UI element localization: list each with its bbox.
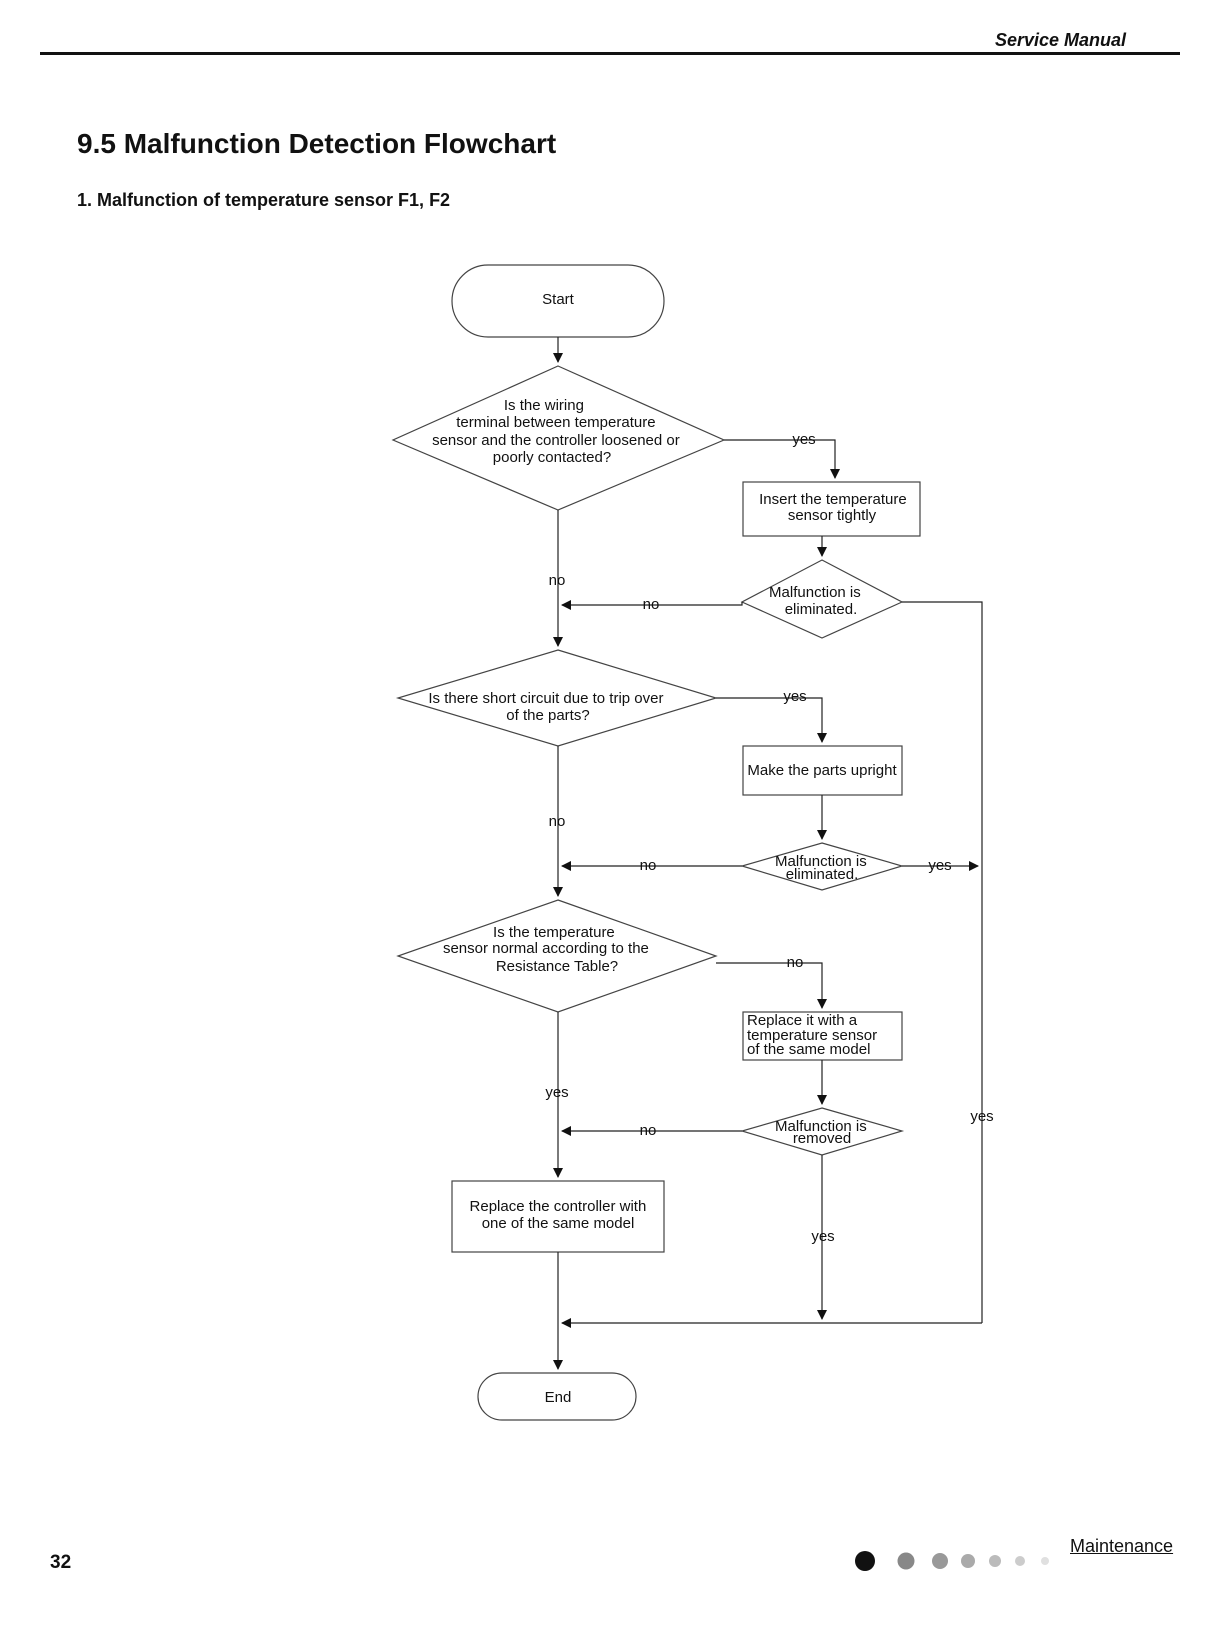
page-number: 32 — [50, 1552, 72, 1573]
label-q2-no: no — [549, 813, 566, 830]
action-insert-sensor-text: Insert the temperature sensor tightly — [759, 491, 911, 524]
footer-dot-2 — [897, 1552, 915, 1570]
footer-dot-7 — [1041, 1557, 1049, 1565]
conn-q2-yes — [716, 697, 827, 743]
conn-q1-yes — [724, 439, 840, 479]
decision-wiring-loose-text: Is the wiring terminal between temperatu… — [432, 397, 684, 466]
label-side-yes: yes — [970, 1108, 993, 1125]
action-replace-controller-text: Replace the controller with one of the s… — [470, 1198, 651, 1232]
end-terminal — [477, 1372, 637, 1421]
label-q1-no: no — [549, 572, 566, 589]
footer-dot-4 — [961, 1554, 975, 1568]
decision-resistance-table-text: Is the temperature sensor normal accordi… — [443, 924, 653, 975]
label-c2-no: no — [640, 857, 657, 874]
label-c2-yes: yes — [928, 857, 951, 874]
footer-dot-1 — [855, 1551, 875, 1571]
label-q3-yes: yes — [545, 1084, 568, 1101]
footer-dot-5 — [989, 1555, 1001, 1567]
conn-c1-no — [561, 600, 743, 610]
label-q1-yes: yes — [792, 431, 815, 448]
action-parts-upright-text: Make the parts upright — [747, 762, 897, 779]
end-label: End — [545, 1389, 572, 1406]
check-eliminated-2 — [739, 842, 905, 891]
footer-section-label: Maintenance — [1070, 1536, 1174, 1556]
header-rule — [40, 52, 1180, 55]
label-q2-yes: yes — [783, 688, 806, 705]
label-c3-yes: yes — [811, 1228, 834, 1245]
check-eliminated-2-text: Malfunction is eliminated. — [775, 853, 871, 883]
section-title: 1. Malfunction of temperature sensor F1,… — [77, 190, 451, 210]
start-label: Start — [542, 291, 575, 308]
footer-dot-3 — [932, 1553, 948, 1569]
check-eliminated-1-text: Malfunction is eliminated. — [769, 584, 865, 618]
conn-q3-no — [716, 962, 827, 1009]
header-label: Service Manual — [994, 30, 1126, 50]
conn-c1-yes — [902, 601, 983, 1323]
footer-dot-6 — [1015, 1556, 1025, 1566]
action-parts-upright — [742, 745, 903, 796]
label-c1-no: no — [643, 596, 660, 613]
check-eliminated-1 — [740, 559, 904, 639]
action-replace-sensor — [742, 1011, 903, 1061]
label-c3-no: no — [640, 1122, 657, 1139]
label-q3-no: no — [787, 954, 804, 971]
action-replace-controller — [451, 1180, 665, 1253]
action-insert-sensor — [742, 481, 921, 537]
action-replace-sensor-text: Replace it with a temperature sensor of … — [747, 1012, 881, 1058]
page-title: 9.5 Malfunction Detection Flowchart — [77, 128, 557, 159]
decision-short-circuit-text: Is there short circuit due to trip over … — [428, 690, 667, 724]
check-removed-text: Malfunction is removed — [775, 1118, 871, 1147]
